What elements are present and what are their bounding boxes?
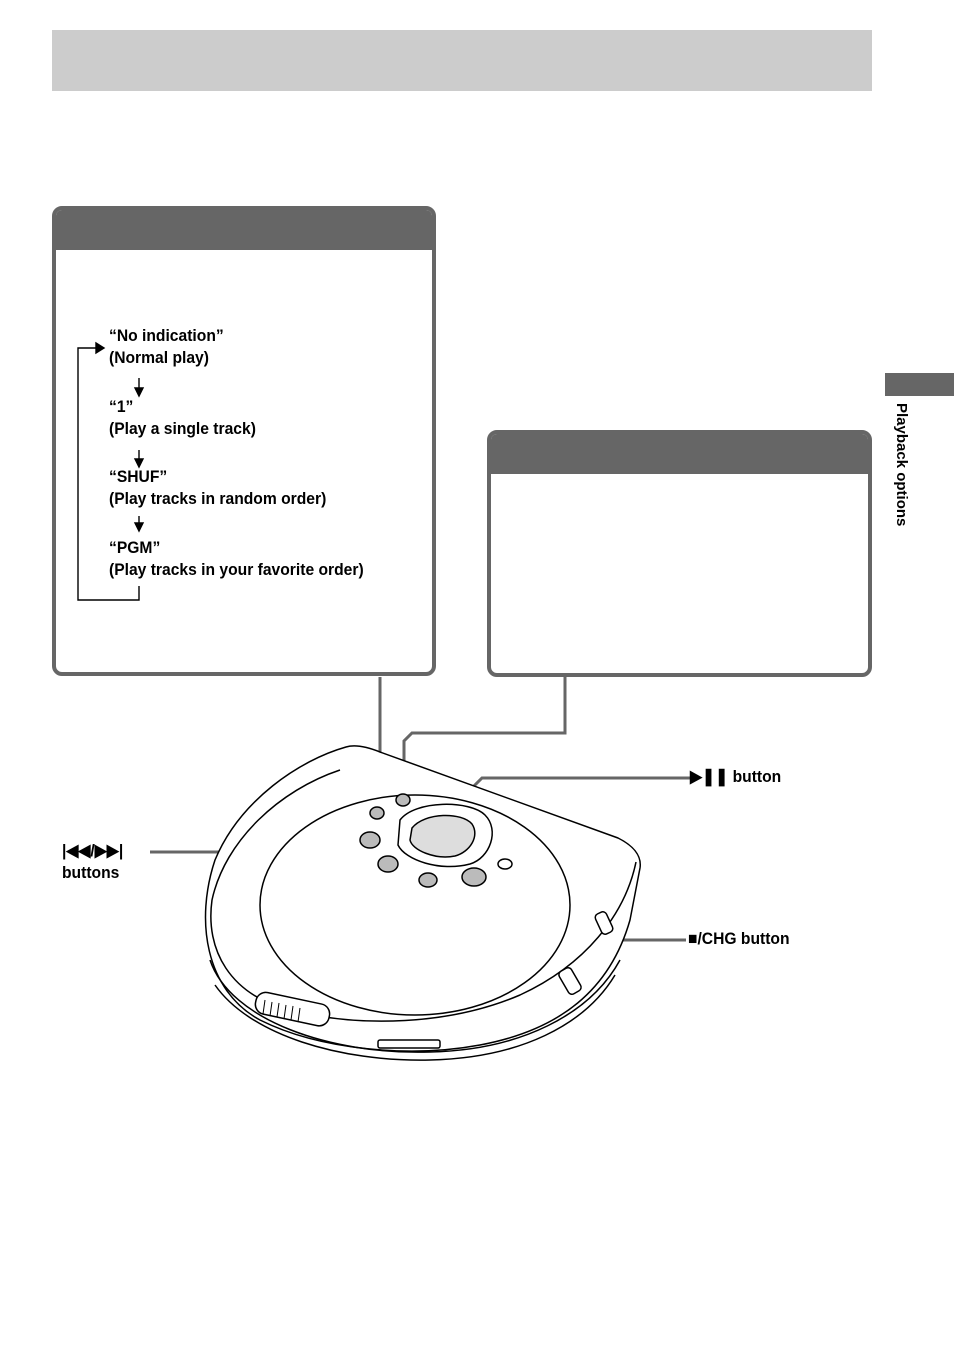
mode-program-desc: (Play tracks in your favorite order) — [109, 560, 364, 579]
stop-button — [418, 872, 438, 888]
volume-button — [497, 858, 513, 870]
mode-shuffle-desc: (Play tracks in random order) — [109, 489, 327, 508]
mode-program-label: “PGM” — [109, 538, 161, 557]
play-mode-box-header — [56, 210, 432, 250]
repeat-box — [487, 430, 872, 677]
player-bottom-edge — [209, 959, 621, 1053]
cycle-return-line — [77, 347, 140, 601]
play-mode-box — [52, 206, 436, 676]
repeat-button — [395, 793, 411, 807]
play-pause-icon: ▶❚❚ — [690, 767, 729, 786]
prev-next-callout-label: buttons — [62, 863, 120, 882]
play-pause-button — [461, 867, 487, 887]
mode-single-label: “1” — [109, 397, 134, 416]
disc-lid — [259, 794, 571, 1016]
prev-button — [359, 831, 381, 849]
front-slot — [377, 1039, 441, 1049]
side-jack — [594, 911, 614, 935]
side-jack — [558, 966, 582, 996]
repeat-box-header — [491, 434, 868, 474]
mode-normal-label: “No indication” — [109, 326, 224, 345]
next-button — [377, 855, 399, 873]
down-arrow-icon — [133, 458, 145, 469]
cycle-arrowhead — [95, 341, 106, 355]
hold-switch-ridges — [262, 999, 301, 1023]
mode-normal-desc: (Normal play) — [109, 348, 209, 367]
down-arrow-icon — [133, 387, 145, 398]
prev-next-icon: |◀◀/▶▶| — [62, 841, 124, 860]
stop-icon: ■ — [688, 929, 698, 948]
mode-shuffle-label: “SHUF” — [109, 467, 168, 486]
stop-chg-callout: ■/CHG button — [688, 928, 790, 950]
side-section-label: Playback options — [893, 403, 910, 527]
section-title-bar — [52, 30, 872, 91]
play-pause-callout: ▶❚❚ button — [690, 766, 781, 788]
play-mode-button — [369, 806, 385, 820]
stop-chg-callout-label: /CHG button — [697, 929, 790, 948]
side-section-tab — [885, 373, 954, 396]
down-arrow-icon — [133, 522, 145, 533]
mode-single-desc: (Play a single track) — [109, 419, 256, 438]
leader-repeat — [402, 677, 567, 796]
play-pause-callout-label: button — [732, 767, 782, 786]
prev-next-callout: |◀◀/▶▶| buttons — [62, 840, 123, 884]
